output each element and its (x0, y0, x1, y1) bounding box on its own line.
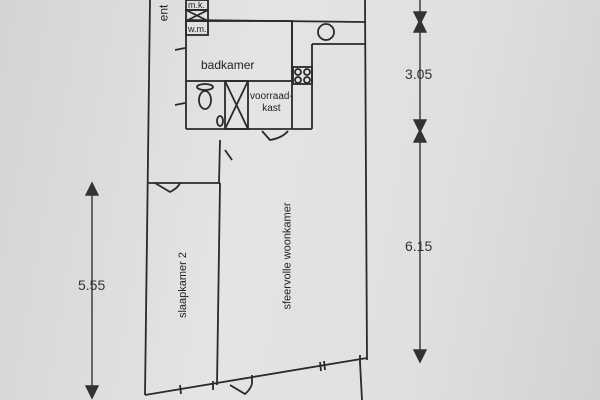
room-label-living-room: sfeervolle woonkamer (281, 202, 294, 310)
outer-wall-bottom (144, 357, 368, 396)
outer-wall-left (144, 0, 151, 396)
storage-line-2: kast (262, 103, 281, 114)
dimension-lower-right: 6.15 (405, 238, 433, 254)
bedroom-wall (216, 182, 221, 386)
stove (292, 66, 313, 85)
room-label-entrance: ent (156, 4, 171, 22)
storage-line-1: voorraad- (250, 91, 293, 102)
outer-wall-right (364, 0, 368, 361)
room-label-storage: voorraad- kast (250, 91, 293, 115)
room-label-bedroom: slaapkamer 2 (177, 251, 190, 319)
toilet (198, 90, 212, 110)
dimension-left: 5.55 (78, 277, 106, 293)
kitchen-sink (317, 23, 335, 41)
room-label-washing-machine: w.m. (188, 24, 207, 34)
shower (224, 80, 249, 130)
room-label-meter-cupboard: m.k. (188, 0, 205, 10)
room-label-bathroom: badkamer (201, 58, 255, 72)
dimension-upper-right: 3.05 (405, 66, 433, 82)
